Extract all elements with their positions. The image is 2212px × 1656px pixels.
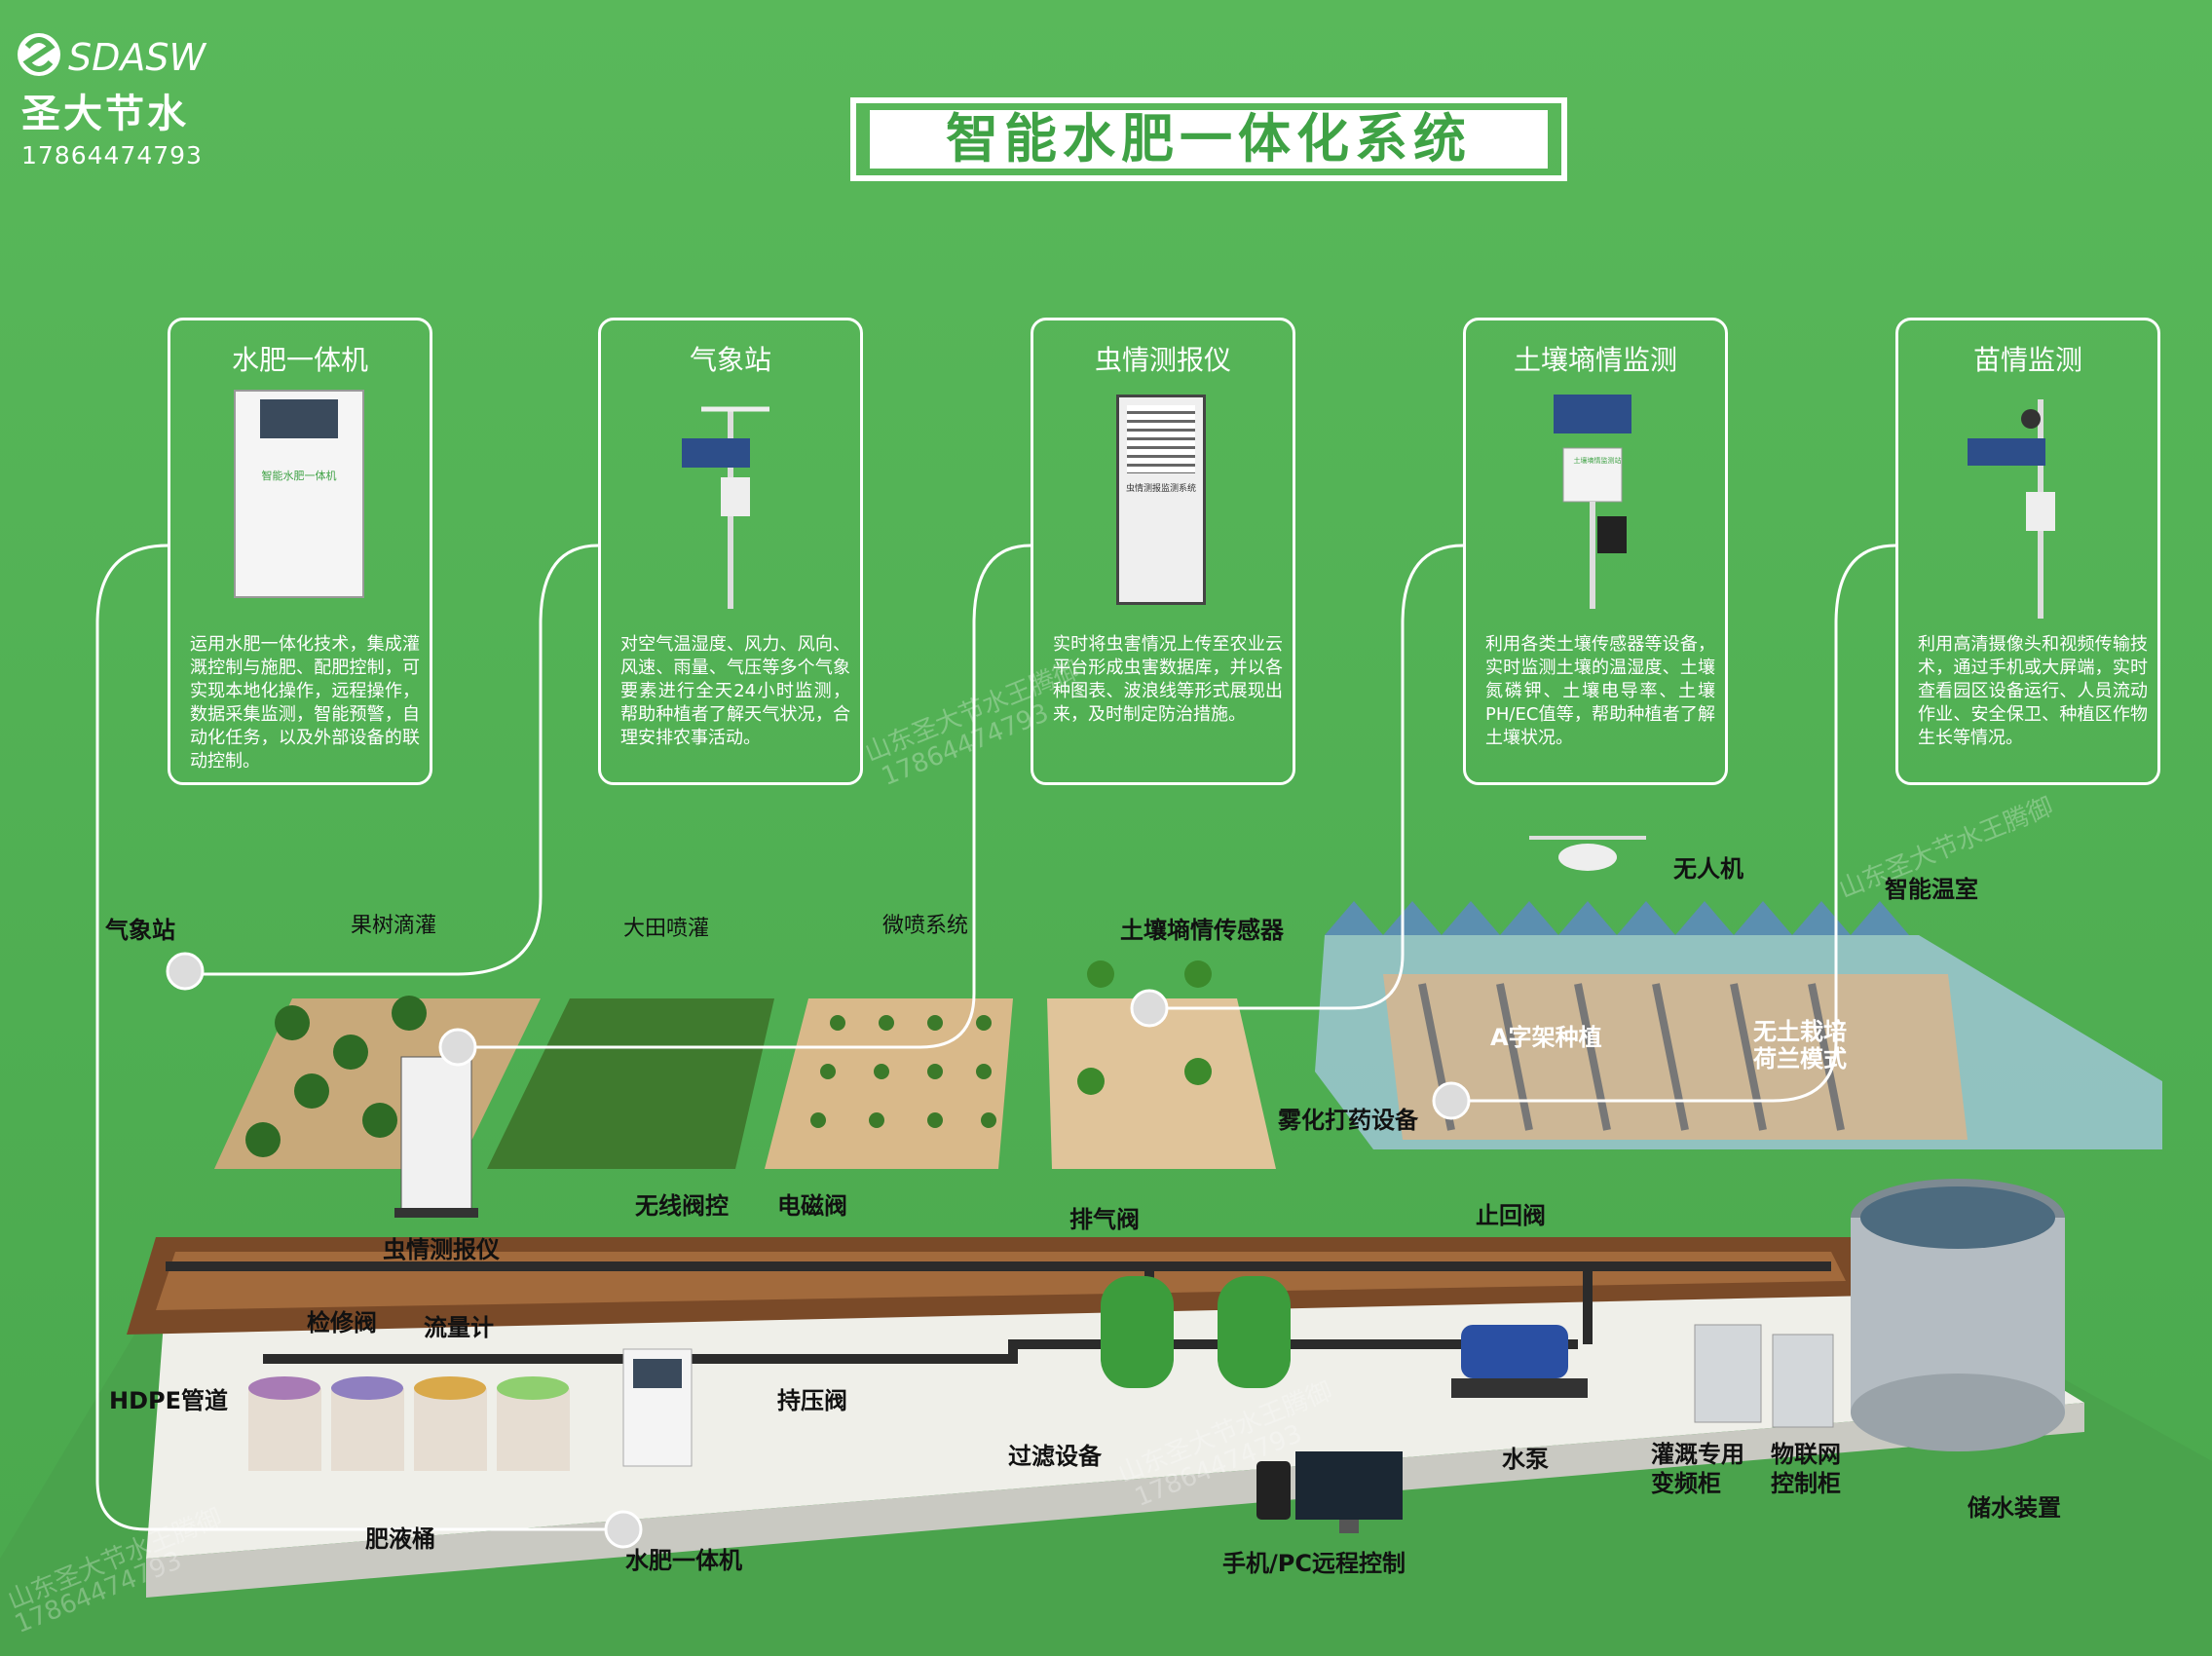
soil-station-image [1554,395,1631,609]
fert-machine-image: 智能水肥一体机 [234,390,364,598]
iot-cabinet [1772,1334,1834,1428]
label-tank: 储水装置 [1968,1494,2061,1522]
soil-label: 土壤墒情监测站 [1573,457,1622,465]
label-micro-spray: 微喷系统 [882,914,969,938]
label-soil-sensor: 土壤墒情传感器 [1120,917,1284,944]
phone-device [1256,1461,1291,1520]
label-drone: 无人机 [1673,855,1743,883]
brand-logo-text: SDASW [68,36,206,79]
label-flow-meter: 流量计 [424,1314,494,1341]
label-filter: 过滤设备 [1008,1443,1102,1470]
label-exhaust-valve: 排气阀 [1069,1206,1140,1233]
filter-tank-2 [1218,1276,1291,1388]
camera-pole-image [1968,399,2055,619]
pest-monitor-field [400,1056,472,1214]
label-solenoid-valve: 电磁阀 [777,1192,847,1220]
card-soil-title: 土壤墒情监测 [1513,344,1677,376]
card-fert-machine [168,318,432,785]
card-seedling-title: 苗情监测 [1972,344,2082,376]
connector-lines [95,544,1896,1531]
pc-device [1295,1451,1403,1520]
vfd-cabinet [1694,1324,1762,1423]
machine-label: 智能水肥一体机 [261,470,337,482]
soil-sensor-field [1047,998,1276,1169]
drone [1558,844,1617,871]
card-fert-machine-desc: 运用水肥一体化技术，集成灌溉控制与施肥、配肥控制，可实现本地化操作，远程操作，数… [190,634,420,772]
sprinkler-field [487,998,774,1169]
label-hdpe: HDPE管道 [109,1387,228,1414]
title-plate [870,110,1548,169]
card-weather-title: 气象站 [689,344,771,376]
card-pest-title: 虫情测报仪 [1094,344,1231,376]
weather-station-image [682,406,769,609]
label-fert-barrel: 肥液桶 [365,1525,435,1553]
pest-monitor-image: 虫情测报监测系统 [1116,395,1206,605]
pump [1461,1325,1568,1378]
pest-label: 虫情测报监测系统 [1125,484,1196,494]
fert-barrels [248,1376,570,1471]
brand-logo-icon: SDASW [18,33,206,79]
label-remote-control: 手机/PC远程控制 [1222,1550,1406,1577]
brand-name: 圣大节水 [21,92,189,136]
label-iot-cabinet: 物联网 控制柜 [1771,1441,1841,1497]
card-pest [1031,318,1295,785]
label-field-sprinkler: 大田喷灌 [623,917,710,941]
label-greenhouse: 智能温室 [1885,876,1978,903]
page-title: 智能水肥一体化系统 [946,108,1472,169]
label-check-valve: 止回阀 [1476,1202,1546,1229]
label-a-frame: A字架种植 [1490,1024,1602,1051]
label-fert-machine: 水肥一体机 [625,1547,742,1574]
label-wireless-valve: 无线阀控 [635,1192,729,1220]
title-frame [850,97,1567,181]
card-seedling-desc: 利用高清摄像头和视频传输技术，通过手机或大屏端，实时查看园区设备运行、人员流动作… [1918,634,2148,748]
card-weather [598,318,863,785]
label-repair-valve: 检修阀 [307,1309,377,1336]
card-soil [1463,318,1728,785]
card-weather-desc: 对空气温湿度、风力、风向、风速、雨量、气压等多个气象要素进行全天24小时监测，帮… [620,634,850,748]
brand-phone: 17864474793 [21,141,203,169]
label-orchard-drip: 果树滴灌 [351,914,437,938]
label-pest-monitor: 虫情测报仪 [383,1236,500,1263]
label-pressure-valve: 持压阀 [777,1387,847,1414]
card-fert-machine-title: 水肥一体机 [231,344,368,376]
label-pump: 水泵 [1502,1446,1549,1473]
label-spray-device: 雾化打药设备 [1278,1107,1418,1134]
filter-tank-1 [1101,1276,1174,1388]
label-weather-station: 气象站 [105,917,175,944]
label-vfd-cabinet: 灌溉专用 变频柜 [1651,1441,1744,1497]
card-seedling [1895,318,2160,785]
card-soil-desc: 利用各类土壤传感器等设备，实时监测土壤的温湿度、土壤氮磷钾、土壤电导率、土壤PH… [1485,634,1715,748]
label-soilless: 无土栽培 荷兰模式 [1753,1018,1847,1073]
card-pest-desc: 实时将虫害情况上传至农业云平台形成虫害数据库，并以各种图表、波浪线等形式展现出来… [1053,634,1283,725]
